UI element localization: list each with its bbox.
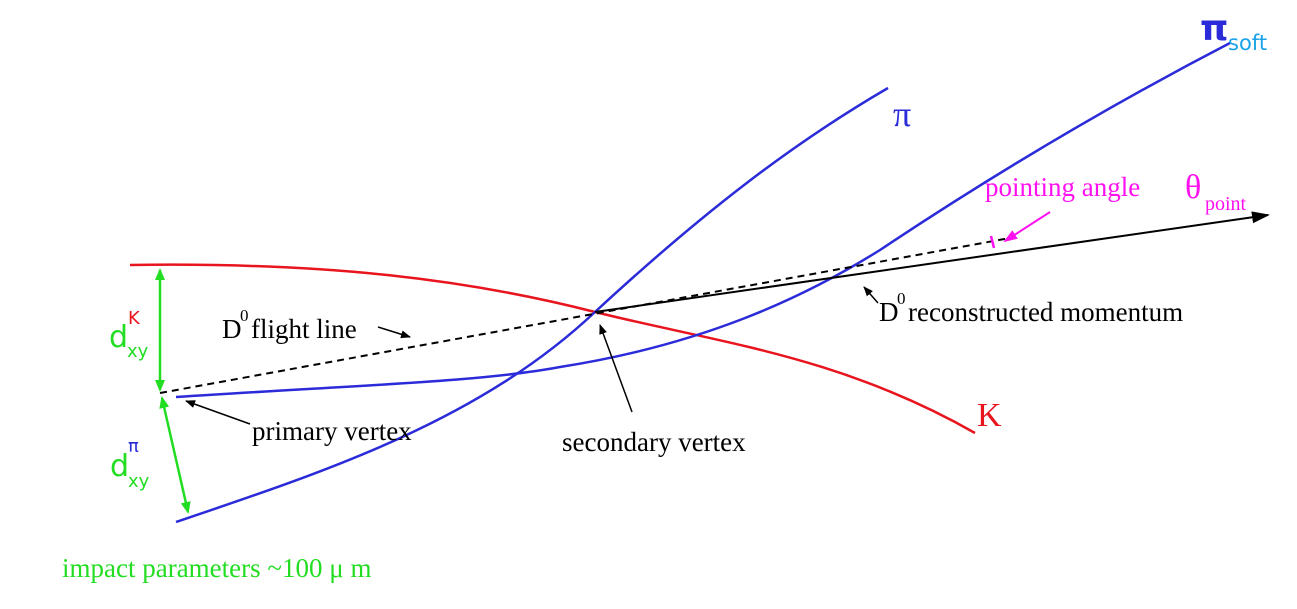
d0-momentum-arrow <box>594 211 1270 313</box>
pion-impact-d: d <box>110 449 129 484</box>
flight-line-superscript: 0 <box>240 306 249 325</box>
momentum-pointer <box>863 286 879 304</box>
flight-line-d: D <box>222 314 242 344</box>
pion-track <box>175 86 889 524</box>
pointing-angle-label: pointing angle θ point <box>985 169 1247 215</box>
kaon-impact-label: d K xy <box>109 308 149 362</box>
flight-line-text: flight line <box>251 314 357 344</box>
pion-impact-label: d π xy <box>110 436 150 492</box>
pointing-angle-pointer <box>1003 211 1051 243</box>
soft-pion-track <box>175 41 1231 399</box>
kaon-impact-superscript: K <box>128 308 141 329</box>
pointing-angle-text: pointing angle <box>985 172 1140 202</box>
pion-impact-arrow <box>159 396 191 514</box>
d0-flight-line <box>159 237 1011 394</box>
pi-label: π <box>893 94 911 134</box>
pi-soft-subscript: soft <box>1228 31 1267 55</box>
kaon-label: K <box>977 397 1002 434</box>
pointing-angle-arc <box>989 235 996 249</box>
theta-symbol: θ <box>1185 169 1201 206</box>
pion-impact-superscript: π <box>128 436 139 457</box>
pion-impact-subscript: xy <box>128 471 150 492</box>
secondary-vertex-pointer <box>599 324 633 413</box>
primary-vertex-label: primary vertex <box>252 416 412 446</box>
momentum-superscript: 0 <box>897 289 906 308</box>
pi-soft-label: π soft <box>1200 8 1267 55</box>
momentum-d: D <box>879 297 899 327</box>
kaon-impact-subscript: xy <box>127 341 149 362</box>
theta-subscript: point <box>1205 193 1247 215</box>
pi-soft-symbol: π <box>1200 8 1228 49</box>
kaon-impact-d: d <box>109 320 128 355</box>
primary-vertex-pointer <box>185 400 251 425</box>
flight-line-label: D 0 flight line <box>222 306 357 344</box>
impact-caption: impact parameters ~100 μ m <box>62 553 372 583</box>
momentum-label: D 0 reconstructed momentum <box>879 289 1183 327</box>
flight-line-pointer <box>377 326 411 339</box>
secondary-vertex-label: secondary vertex <box>562 427 746 457</box>
momentum-text: reconstructed momentum <box>908 297 1183 327</box>
